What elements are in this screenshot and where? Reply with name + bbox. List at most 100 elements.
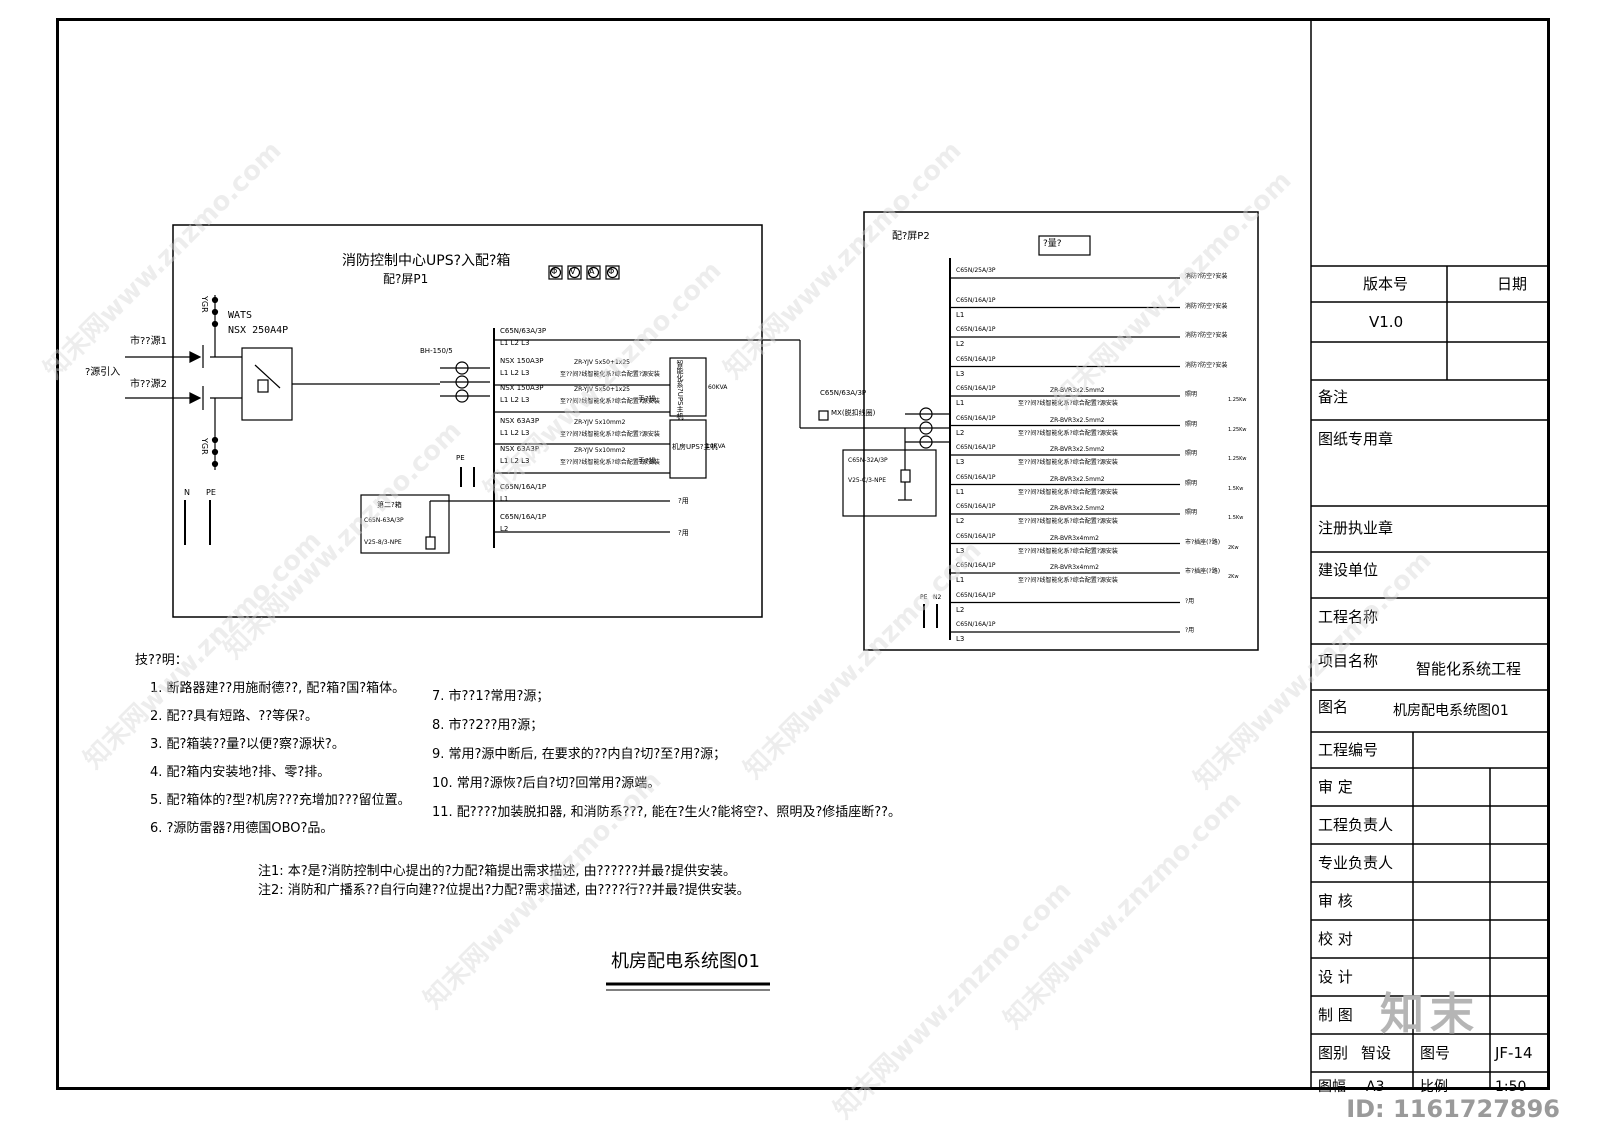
p2-branch-phase: L1 [956,399,965,407]
p2-branch-cable: ZR-BVR3x2.5mm2 [1050,446,1105,453]
panel-p1-box [172,224,763,618]
p2-branch-use: 消防?防空?安装 [1185,332,1228,339]
p2-branch-breaker: C65N/16A/1P [956,621,996,628]
p1-branch-breaker: NSX 150A3P [500,357,544,365]
proj-lead-label: 工程负责人 [1318,816,1394,834]
scale-label: 比例 [1420,1079,1448,1095]
meter-icon-1: Φ [551,267,558,276]
second-box-line2: V25-8/3-NPE [364,539,402,546]
p2-branch-power: 1.5Kw [1228,485,1244,492]
p2-branch-power: 2Kw [1228,544,1239,551]
project-name-label: 工程名称 [1318,608,1379,626]
item-name-label: 项目名称 [1318,652,1379,670]
p2-branch-phase: L2 [956,340,965,348]
p2-branch-power: 1.25Kw [1228,426,1247,433]
panel-p2-box [863,211,1259,651]
p2-branch-use: 照明 [1185,391,1198,398]
ups1-kva: 60KVA [708,384,728,391]
p2-branch-phase: L3 [956,369,965,378]
n-bar-label: N [184,488,190,497]
p2-branch-use: 照明 [1185,420,1198,428]
notes-left-item: 3. 配?箱装??量?以便?察?源状?。 [150,737,345,752]
nsx-main-label: NSX 250A4P [228,325,289,336]
p2-branch-use: 照明 [1185,479,1198,487]
note-1: 注1: 本?是?消防控制中心提出的?力配?箱提出需求描述, 由??????并最?… [258,864,736,879]
size-value: A3 [1366,1079,1385,1095]
p2-branch-power: 2Kw [1228,574,1239,580]
p2-branch-cable: ZR-BVR3x4mm2 [1050,564,1099,571]
pe-bar-label-2: PE [456,454,465,462]
notes-right-item: 8. 市??2??用?源； [432,718,544,733]
drawing-frame [56,18,1550,1090]
panel-p1-subtitle: 配?屏P1 [383,272,429,286]
p2-branch-breaker: C65N/16A/1P [956,503,996,510]
p1-branch-cable: ZR-YJV 5x50+1x25 [574,359,630,366]
p1-branch-phases: L2 [500,525,509,533]
p1-branch-phases: L1 L2 L3 [500,457,530,465]
p2-branch-cable: ZR-BVR3x4mm2 [1050,534,1099,542]
panel-p1-title: 消防控制中心UPS?入配?箱 [342,253,511,269]
remarks-label: 备注 [1318,388,1349,406]
check-label: 校 对 [1318,930,1353,948]
p2-branch-note: 至??间?线智能化系?综合配置?源安装 [1018,577,1118,584]
scale-value: 1:50 [1495,1079,1527,1095]
design-label: 设 计 [1318,968,1353,986]
seal-label: 图纸专用章 [1318,430,1394,448]
p2-branch-breaker: C65N/16A/1P [956,473,996,481]
p2-branch-phase: L1 [956,487,965,496]
ups1-label: 智能化系?UPS主机 [676,360,684,420]
notes-heading: 技??明： [135,653,188,668]
p1-branch-phases: L1 [500,495,509,503]
p2-branch-use: 照明 [1185,509,1198,516]
version-value: V1.0 [1369,313,1404,331]
p2-branch-phase: L2 [956,517,965,525]
p2-branch-phase: L1 [956,576,965,584]
p2-branch-phase: L2 [956,428,965,437]
notes-left-item: 1. 断路器建??用施耐德??, 配?箱?国?箱体。 [150,681,406,696]
p2-branch-cable: ZR-BVR3x2.5mm2 [1050,475,1105,483]
p2-branch-power: 1.5Kw [1228,515,1244,521]
p2-n-label: N2 [933,594,942,601]
source-in-label: ?源引入 [85,367,121,378]
drawing-name-value: 机房配电系统图01 [1393,703,1509,719]
p2-branch-phase: L3 [956,458,965,466]
p2-branch-note: 至??间?线智能化系?综合配置?源安装 [1018,400,1118,407]
project-no-label: 工程编号 [1318,741,1379,759]
p1-branch-breaker: C65N/63A/3P [500,327,547,335]
ups2-kva: 10KVA [706,443,726,450]
hand-op-2: 手?操 [638,457,656,465]
notes-right-item: 7. 市??1?常用?源； [432,689,550,704]
p2-branch-cable: ZR-BVR3x2.5mm2 [1050,387,1105,394]
p2-branch-cable: ZR-BVR3x2.5mm2 [1050,416,1105,424]
p1-branch-breaker: NSX 63A3P [500,417,540,425]
version-label: 版本号 [1363,275,1409,293]
mx-label: MX(脱扣线圈) [831,409,876,417]
ygr-bottom: YGR [200,438,209,455]
p1-branch-cable: ZR-YJV 5x10mm2 [574,447,626,454]
category-label: 图别 [1318,1044,1349,1062]
p2-pe-label: PE [920,594,928,601]
p2-branch-breaker: C65N/16A/1P [956,532,996,540]
review-label: 审 核 [1318,892,1353,910]
drawing-no-value: JF-14 [1495,1044,1533,1062]
meter-box-label: ?量? [1043,239,1062,249]
p1-branch-note: 至??间?线智能化系?综合配置?源安装 [560,371,660,378]
p2-branch-breaker: C65N/16A/1P [956,562,996,569]
item-name-value: 智能化系统工程 [1416,660,1522,678]
p2-branch-breaker: C65N/16A/1P [956,355,996,363]
second-box-title: 第二?箱 [377,501,402,509]
p2-branch-use: 消防?防空?安装 [1185,273,1228,280]
p2-branch-use: 消防?防空?安装 [1185,361,1228,369]
meter-icon-3: A [589,267,595,276]
watermark-logo: 知末 [1380,989,1480,1040]
p2-branch-note: 至??间?线智能化系?综合配置?源安装 [1018,518,1118,525]
reg-seal-label: 注册执业章 [1318,519,1394,537]
p2-branch-use: ?用 [1185,597,1195,605]
p2-branch-phase: L3 [956,546,965,555]
p2-branch-note: 至??间?线智能化系?综合配置?源安装 [1018,429,1118,437]
p2-branch-use: 市?插座(?路) [1185,538,1221,546]
spd-line2: V25-C/3-NPE [848,477,886,484]
approve-label: 审 定 [1318,778,1353,796]
p1-branch-phases: L1 L2 L3 [500,369,530,377]
